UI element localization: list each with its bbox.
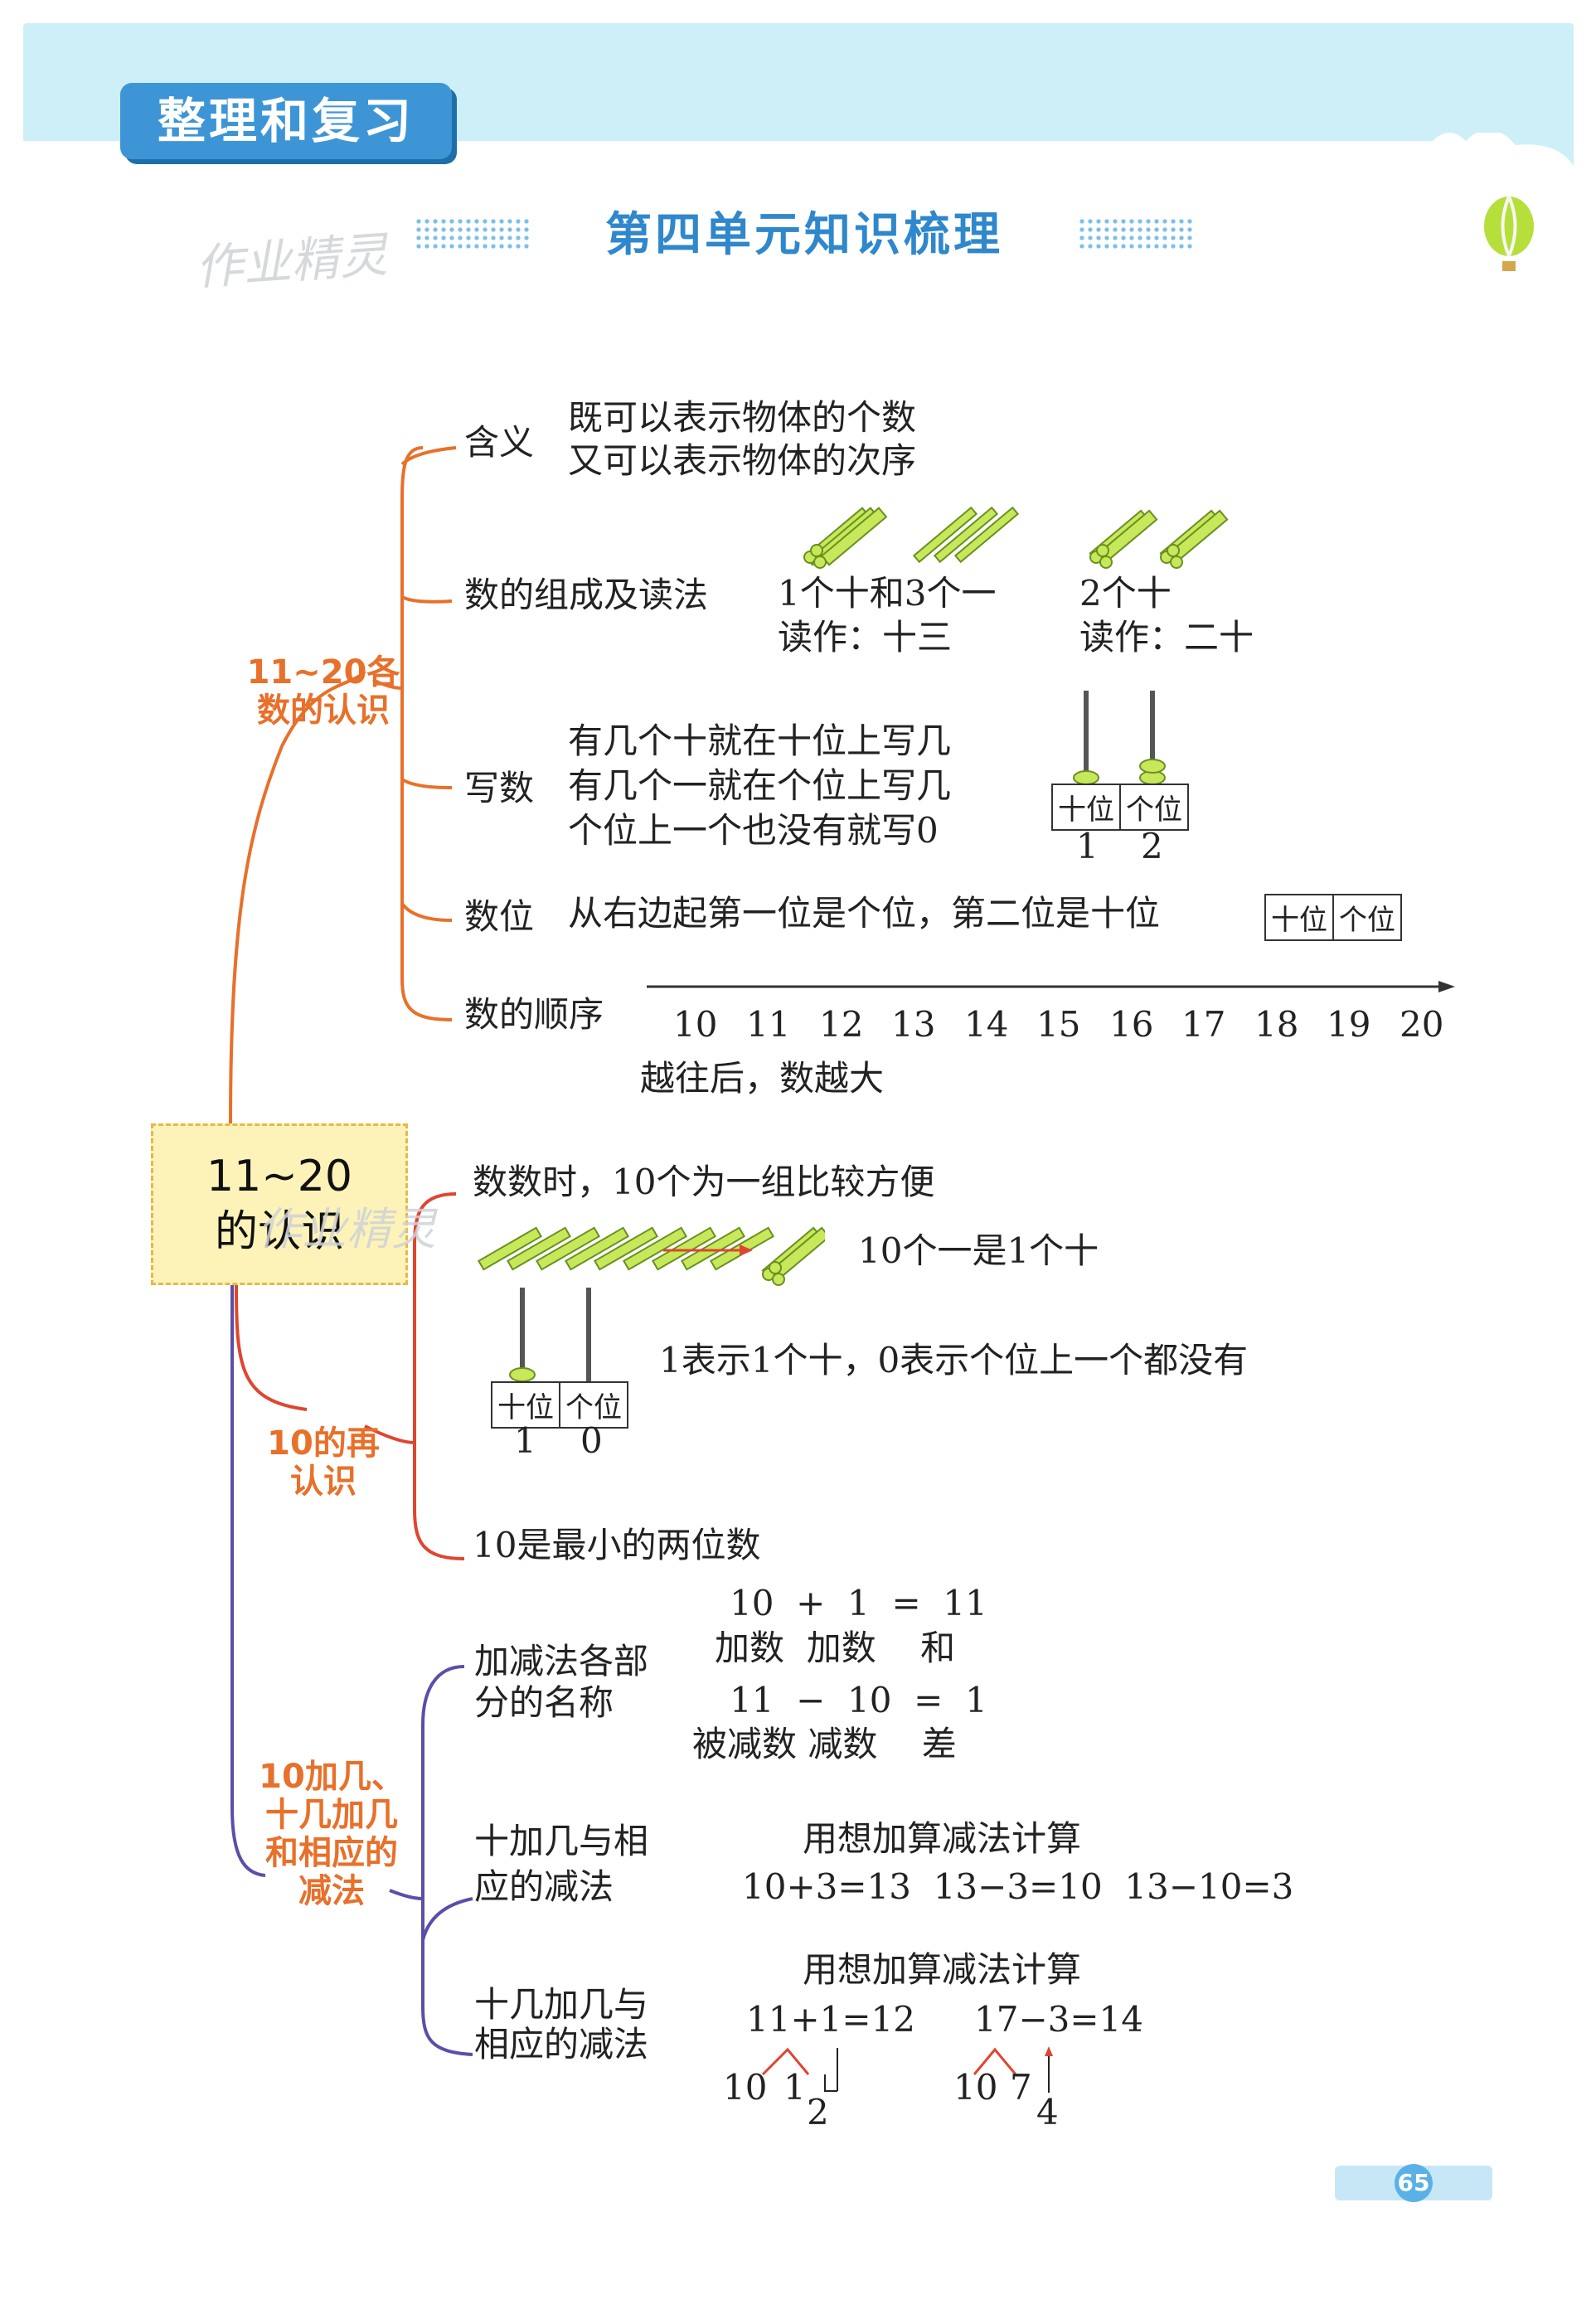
watermark-2: 作业精灵 — [257, 1203, 436, 1255]
balloon-icon — [1484, 196, 1534, 271]
branch-add-sub-line1: 10加几、 — [259, 1758, 405, 1796]
branch-add-sub-line4: 减法 — [298, 1872, 365, 1910]
writing-digit-ones: 2 — [1141, 826, 1163, 866]
writing-line1: 有几个十就在十位上写几 — [568, 720, 952, 761]
order-num-11: 11 — [746, 1004, 791, 1045]
split2-a: 10 — [953, 2067, 998, 2108]
teenplus-title: 用想加算减法计算 — [803, 1949, 1082, 1990]
root-line1: 11~20 — [206, 1152, 352, 1201]
composition-label: 数的组成及读法 — [464, 575, 709, 615]
number-line — [647, 981, 1455, 992]
place-ones-cell: 个位 — [1332, 895, 1400, 939]
writing-tens-cell: 十位 — [1058, 793, 1114, 827]
split1-b: 1 — [783, 2067, 806, 2108]
order-note: 越往后，数越大 — [640, 1058, 885, 1099]
writing-ones-cell: 个位 — [1119, 785, 1187, 829]
title-dots-right — [1078, 217, 1194, 252]
writing-place-box: 十位 个位 — [1051, 784, 1189, 831]
order-num-10: 10 — [673, 1004, 718, 1045]
ten-smallest: 10是最小的两位数 — [473, 1525, 761, 1565]
branch-11-20-line1: 11~20各 — [246, 653, 400, 691]
split1-sum: 2 — [807, 2092, 829, 2132]
branch-add-sub-line2: 十几加几 — [265, 1796, 398, 1834]
names-eq1: 10 + 1 = 11 — [730, 1583, 987, 1623]
names-label-2: 分的名称 — [474, 1682, 614, 1723]
order-num-15: 15 — [1036, 1004, 1081, 1045]
ten-tens-cell: 十位 — [497, 1391, 554, 1424]
meaning-line2: 又可以表示物体的次序 — [568, 440, 917, 481]
ten-place-box: 十位 个位 — [491, 1381, 628, 1429]
one-bundle-icon — [761, 1226, 825, 1286]
ten-digit-ones: 0 — [580, 1420, 603, 1461]
branch-11-20-line2: 数的认识 — [257, 691, 390, 730]
split2-b: 7 — [1010, 2067, 1032, 2108]
split-diagrams — [761, 2046, 1053, 2093]
composition-ex2-a: 2个十 — [1079, 573, 1172, 614]
ten-counting: 数数时，10个为一组比较方便 — [473, 1162, 935, 1202]
ten-sticks-icon — [477, 1226, 775, 1271]
two-bundles-icon — [1089, 509, 1229, 569]
tenplus-eqs: 10+3=13 13−3=10 13−10=3 — [742, 1866, 1294, 1907]
writing-line2: 有几个一就在个位上写几 — [568, 765, 952, 806]
abacus-10-icon — [509, 1288, 591, 1382]
place-tens-cell: 十位 — [1271, 904, 1327, 937]
split2-res: 4 — [1036, 2092, 1059, 2132]
composition-ex1-a: 1个十和3个一 — [778, 573, 997, 614]
order-num-16: 16 — [1109, 1004, 1154, 1045]
names-label-1: 加减法各部 — [474, 1641, 649, 1681]
meaning-label: 含义 — [464, 422, 535, 463]
order-num-12: 12 — [819, 1004, 864, 1045]
tenplus-label-2: 应的减法 — [474, 1866, 614, 1907]
ten-ones-text: 10个一是1个十 — [858, 1230, 1099, 1271]
order-num-18: 18 — [1254, 1004, 1299, 1045]
page-number: 65 — [1395, 2164, 1433, 2202]
branch-ten-line1: 10的再 — [267, 1424, 380, 1463]
tenplus-title: 用想加算减法计算 — [803, 1818, 1082, 1859]
abacus-12-icon — [1073, 691, 1166, 785]
composition-ex2-b: 读作：二十 — [1079, 617, 1254, 657]
order-label: 数的顺序 — [464, 994, 604, 1035]
arrow-right-icon — [663, 1244, 753, 1256]
split1-a: 10 — [723, 2067, 768, 2108]
ten-meaning: 1表示1个十，0表示个位上一个都没有 — [659, 1340, 1249, 1380]
names-eq2-names: 被减数 减数 差 — [692, 1724, 957, 1764]
root-topic: 11~20 的认识 — [151, 1123, 408, 1285]
order-num-17: 17 — [1181, 1004, 1226, 1045]
teenplus-eq2: 17−3=14 — [974, 1999, 1143, 2040]
review-tag: 整理和复习 — [120, 83, 452, 159]
branch-11-20: 11~20各 数的认识 — [232, 653, 415, 730]
order-num-19: 19 — [1327, 1004, 1371, 1045]
ten-digit-tens: 1 — [514, 1420, 536, 1461]
teenplus-label-1: 十几加几与 — [474, 1984, 649, 2025]
branch-ten: 10的再 认识 — [249, 1424, 398, 1501]
teenplus-eq1: 11+1=12 — [746, 1999, 915, 2040]
place-text: 从右边起第一位是个位，第二位是十位 — [568, 893, 1161, 934]
order-num-20: 20 — [1400, 1004, 1444, 1045]
place-label: 数位 — [464, 896, 535, 937]
names-eq1-names: 加数 加数 和 — [715, 1628, 956, 1668]
tenplus-label-1: 十加几与相 — [474, 1821, 649, 1861]
composition-ex1-b: 读作：十三 — [778, 617, 953, 657]
teenplus-label-2: 相应的减法 — [474, 2024, 649, 2064]
place-box: 十位 个位 — [1264, 894, 1402, 941]
writing-label: 写数 — [464, 768, 535, 808]
unit-title: 第四单元知识梳理 — [605, 208, 1003, 262]
meaning-line1: 既可以表示物体的个数 — [568, 397, 917, 438]
ten-ones-cell: 个位 — [559, 1383, 627, 1427]
writing-line3: 个位上一个也没有就写0 — [568, 810, 939, 851]
writing-digit-tens: 1 — [1076, 826, 1099, 866]
order-num-13: 13 — [891, 1004, 936, 1045]
branch-add-sub: 10加几、 十几加几 和相应的 减法 — [245, 1758, 419, 1910]
title-dots-left — [415, 217, 531, 252]
sticks-bundle-and-three-icon — [803, 506, 1020, 569]
names-eq2: 11 − 10 = 1 — [730, 1680, 987, 1720]
branch-add-sub-line3: 和相应的 — [265, 1834, 398, 1872]
root-line2: 的认识 — [214, 1206, 344, 1257]
branch-ten-line2: 认识 — [290, 1463, 357, 1501]
order-num-14: 14 — [964, 1004, 1009, 1045]
